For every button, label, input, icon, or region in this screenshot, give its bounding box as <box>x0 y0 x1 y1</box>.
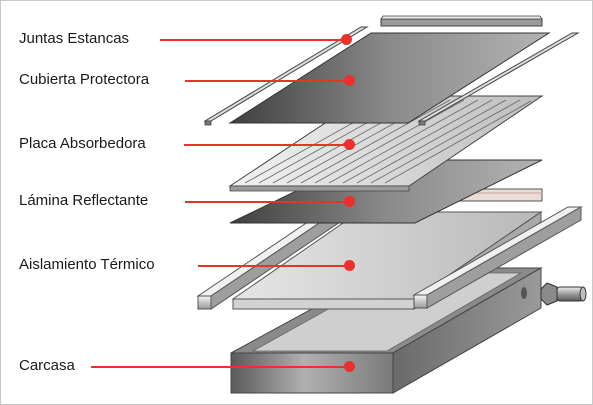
right-frame-bar-part <box>412 206 583 309</box>
label-aislamiento-termico: Aislamiento Térmico <box>19 256 155 273</box>
left-frame-bar-part <box>196 204 348 310</box>
marker-dot-cubierta <box>344 75 355 86</box>
leader-line-placa <box>184 144 348 146</box>
label-juntas-estancas: Juntas Estancas <box>19 30 130 47</box>
label-placa-absorbedora: Placa Absorbedora <box>19 135 146 152</box>
leader-line-juntas <box>160 39 346 41</box>
marker-dot-juntas <box>341 34 352 45</box>
leader-line-aislamiento <box>198 265 348 267</box>
label-carcasa: Carcasa <box>19 357 75 374</box>
marker-dot-placa <box>344 139 355 150</box>
marker-dot-carcasa <box>344 361 355 372</box>
marker-dot-aislamiento <box>344 260 355 271</box>
leader-line-cubierta <box>185 80 348 82</box>
protective-cover-part <box>228 32 551 124</box>
connector-pin-part <box>540 282 587 306</box>
label-lamina-reflectante: Lámina Reflectante <box>19 192 149 209</box>
marker-dot-lamina <box>344 196 355 207</box>
leader-line-carcasa <box>91 366 348 368</box>
label-cubierta-protectora: Cubierta Protectora <box>19 71 150 88</box>
leader-line-lamina <box>185 201 348 203</box>
seal-strips-part <box>203 15 580 126</box>
housing-part <box>230 267 543 394</box>
